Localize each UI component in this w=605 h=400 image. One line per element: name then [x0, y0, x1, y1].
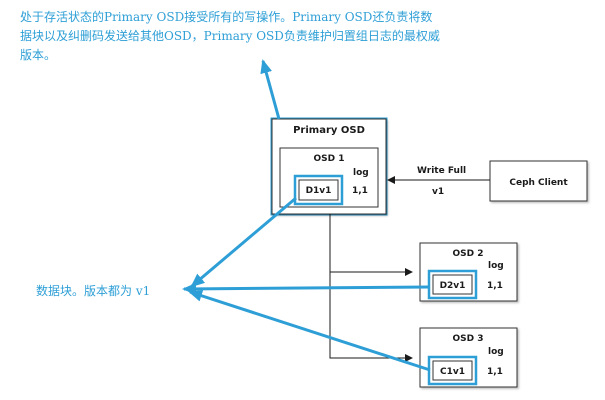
chunk-pointer-osd3 — [188, 290, 431, 372]
osd3-chunk-label: C1v1 — [440, 367, 465, 377]
write-version-label: v1 — [432, 187, 444, 197]
osd3-box: OSD 3 log C1v1 1,1 — [419, 327, 518, 388]
osd2-log-value: 1,1 — [487, 281, 503, 291]
primary-osd-box: Primary OSD OSD 1 log D1v1 1,1 — [270, 117, 388, 216]
osd1-chunk-highlight — [293, 174, 344, 206]
osd1-log-label: log — [353, 168, 369, 178]
ceph-client-label: Ceph Client — [509, 178, 568, 188]
osd2-box: OSD 2 log D2v1 1,1 — [419, 242, 518, 302]
primary-osd-title: Primary OSD — [293, 125, 365, 136]
chunk-annotation: 数据块。版本都为 v1 — [36, 283, 150, 298]
osd1-chunk-label: D1v1 — [306, 186, 332, 196]
primary-annotation-line-2: 据块以及纠删码发送给其他OSD，Primary OSD负责维护归置组日志的最权威 — [20, 28, 440, 43]
osd2-chunk-label: D2v1 — [440, 281, 466, 291]
osd3-log-value: 1,1 — [487, 367, 503, 377]
osd1-log-value: 1,1 — [352, 186, 368, 196]
replicate-arrow-osd2 — [329, 214, 413, 276]
primary-annotation-line-3: 版本。 — [20, 48, 56, 62]
osd1-title: OSD 1 — [314, 154, 345, 164]
osd2-title: OSD 2 — [453, 249, 484, 259]
osd2-chunk-highlight — [427, 269, 478, 300]
osd1-box — [279, 147, 379, 208]
chunk-pointer-osd1 — [190, 196, 297, 288]
osd2-log-label: log — [488, 261, 504, 271]
osd3-chunk-box — [432, 360, 473, 381]
osd1-chunk-box — [298, 179, 339, 201]
osd3-title: OSD 3 — [453, 334, 484, 344]
osd2-chunk-box — [432, 274, 473, 295]
osd3-log-label: log — [488, 347, 504, 357]
replicate-arrow-osd3 — [329, 272, 413, 362]
primary-annotation-line-1: 处于存活状态的Primary OSD接受所有的写操作。Primary OSD还负… — [20, 9, 432, 24]
ceph-client-box: Ceph Client — [489, 160, 588, 202]
primary-annotation: 处于存活状态的Primary OSD接受所有的写操作。Primary OSD还负… — [20, 9, 440, 62]
chunk-pointer-osd2 — [182, 282, 431, 295]
write-op-label: Write Full — [417, 166, 466, 176]
primary-annotation-pointer — [260, 59, 281, 120]
